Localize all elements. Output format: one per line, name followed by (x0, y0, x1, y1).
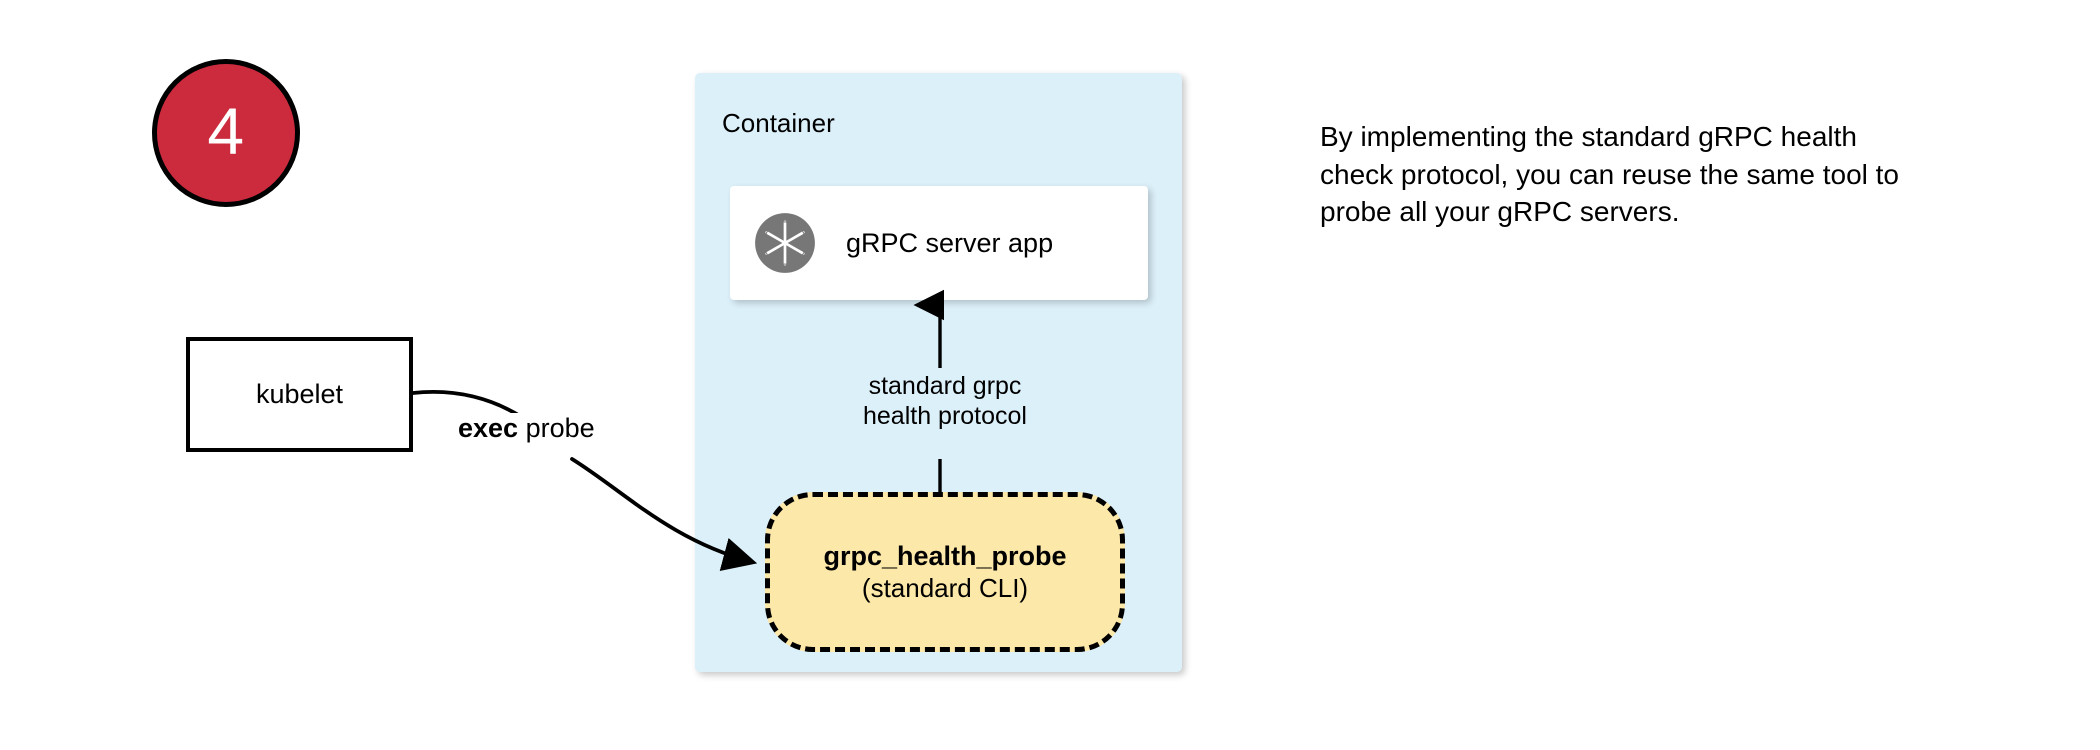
step-number-text: 4 (207, 94, 245, 168)
protocol-arrow-label-line2: health protocol (862, 401, 1027, 430)
grpc-server-app-label: gRPC server app (846, 227, 1054, 258)
exec-probe-label: exec probe (455, 413, 598, 444)
grpc-aperture-icon (752, 210, 818, 276)
protocol-arrow-label: standard grpc health protocol (830, 372, 1060, 431)
step-number-badge: 4 (152, 59, 300, 207)
exec-probe-arrow (411, 390, 758, 572)
grpc-health-probe-title: grpc_health_probe (823, 540, 1067, 571)
container-label: Container (722, 108, 835, 138)
explanatory-note: By implementing the standard gRPC health… (1320, 121, 1899, 228)
kubelet-box: kubelet (186, 337, 413, 452)
standard-grpc-health-protocol-arrow (913, 289, 945, 492)
exec-probe-label-bold: exec (458, 413, 519, 443)
kubelet-label: kubelet (255, 379, 344, 409)
protocol-arrow-label-line1: standard grpc (868, 372, 1022, 400)
grpc-health-probe-box: grpc_health_probe (standard CLI) (765, 492, 1125, 652)
exec-probe-label-rest: probe (518, 413, 595, 443)
grpc-health-probe-subtitle: (standard CLI) (861, 572, 1029, 603)
grpc-server-app-card: gRPC server app (730, 186, 1148, 300)
